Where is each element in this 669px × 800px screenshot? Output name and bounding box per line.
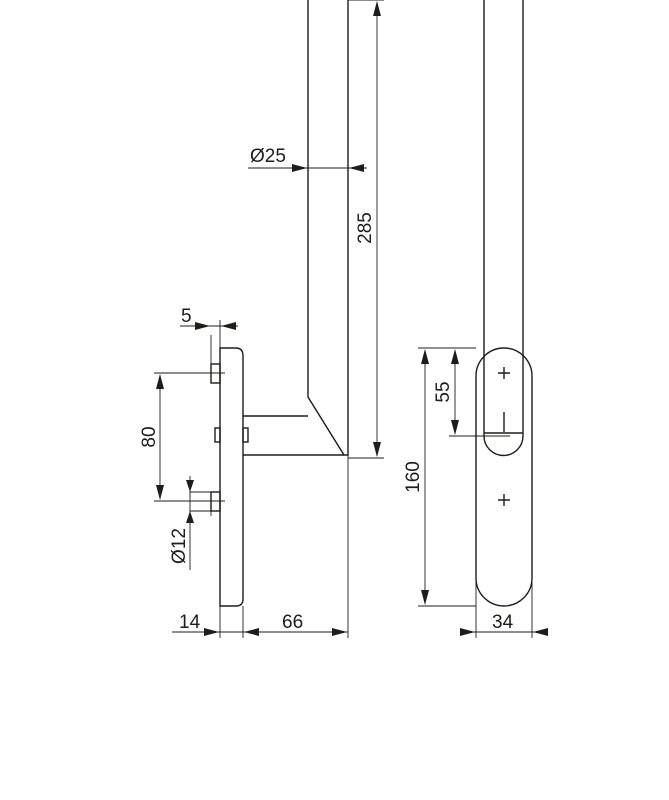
label-height-total: 285 bbox=[355, 212, 376, 244]
dimension-tube-diameter: Ø25 bbox=[248, 146, 367, 172]
dimension-setback: 5 bbox=[180, 306, 238, 365]
handle-tube bbox=[307, 0, 349, 456]
top-screw bbox=[210, 363, 221, 384]
spindle bbox=[214, 427, 221, 443]
dimension-rose-height: 160 bbox=[403, 349, 476, 607]
dimension-screw-diameter: Ø12 bbox=[169, 476, 221, 570]
side-view bbox=[210, 0, 349, 607]
label-rose-thickness: 14 bbox=[179, 612, 201, 633]
label-projection: 66 bbox=[282, 612, 303, 633]
dimension-rose-width: 34 bbox=[460, 576, 548, 638]
dimension-height-total: 285 bbox=[348, 0, 384, 459]
dimension-spindle-spacing: 80 bbox=[139, 372, 225, 502]
rose-plate bbox=[219, 347, 244, 607]
dimension-grip-offset: 55 bbox=[418, 347, 510, 437]
front-rose-plate bbox=[475, 347, 533, 607]
label-grip-offset: 55 bbox=[433, 381, 454, 402]
bottom-screw bbox=[210, 491, 221, 512]
front-view bbox=[475, 0, 533, 607]
label-tube-diameter: Ø25 bbox=[250, 146, 286, 167]
label-setback: 5 bbox=[181, 306, 192, 327]
bottom-cross-icon bbox=[498, 494, 510, 506]
dimension-bottom: 14 66 bbox=[172, 455, 349, 638]
top-cross-icon bbox=[498, 367, 510, 379]
label-spindle-spacing: 80 bbox=[139, 426, 160, 447]
grip-neck bbox=[483, 356, 524, 457]
handle-neck bbox=[243, 415, 344, 456]
label-screw-diameter: Ø12 bbox=[169, 528, 190, 564]
spindle-square bbox=[242, 427, 249, 443]
label-rose-height: 160 bbox=[403, 461, 424, 493]
label-rose-width: 34 bbox=[492, 612, 514, 633]
